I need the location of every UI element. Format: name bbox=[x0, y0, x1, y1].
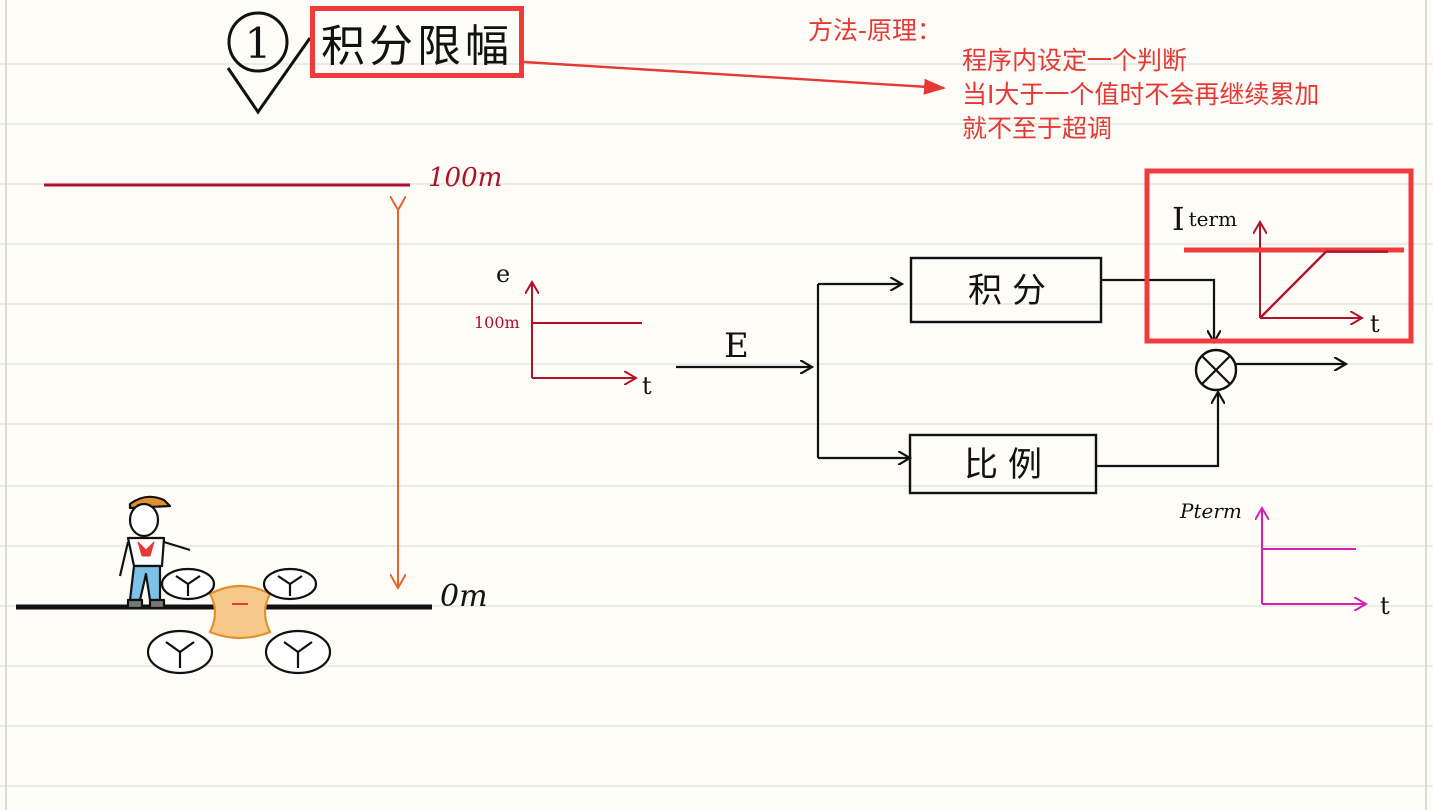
top-height-label: 100m bbox=[428, 163, 502, 193]
proportional-block: 比例 bbox=[908, 433, 1098, 495]
proportional-output-line bbox=[1096, 392, 1218, 468]
i-term-curve bbox=[1259, 250, 1388, 319]
note-pointer-arrow bbox=[523, 60, 946, 95]
i-term-highlight-box bbox=[1144, 168, 1414, 344]
heading-number-circle: 1 bbox=[227, 11, 289, 73]
error-x-label: t bbox=[642, 372, 652, 400]
integral-block: 积分 bbox=[909, 256, 1103, 324]
heading-title-box: 积分限幅 bbox=[310, 6, 524, 78]
heading-number: 1 bbox=[245, 19, 272, 68]
note-title: 方法-原理： bbox=[808, 16, 943, 45]
summing-junction bbox=[1194, 348, 1238, 392]
input-signal-label: E bbox=[724, 326, 749, 366]
note-lines: 程序内设定一个判断 当I大于一个值时不会再继续累加 就不至于超调 bbox=[962, 44, 1319, 146]
page-borders bbox=[5, 0, 1427, 810]
i-term-y-label-main: I bbox=[1172, 200, 1185, 238]
error-y-label: e bbox=[496, 260, 510, 288]
error-level-label: 100m bbox=[474, 313, 520, 332]
note-line: 程序内设定一个判断 bbox=[962, 46, 1188, 75]
proportional-block-label: 比例 bbox=[964, 445, 1052, 485]
error-plot: e t 100m bbox=[474, 260, 652, 400]
p-term-y-label: Pterm bbox=[1179, 499, 1242, 523]
ground-height-label: 0m bbox=[440, 579, 488, 614]
note-line: 就不至于超调 bbox=[962, 114, 1113, 143]
integral-block-label: 积分 bbox=[968, 271, 1056, 311]
drone-icon bbox=[146, 567, 332, 675]
block-diagram: E 积分 比例 bbox=[676, 256, 1346, 495]
integral-output-line bbox=[1101, 278, 1214, 342]
p-term-x-label: t bbox=[1380, 592, 1390, 620]
i-term-x-label: t bbox=[1370, 310, 1380, 338]
person-figure bbox=[118, 495, 191, 610]
i-term-y-label-sub: term bbox=[1189, 207, 1237, 231]
check-mark bbox=[226, 37, 312, 115]
note-line: 当I大于一个值时不会再继续累加 bbox=[962, 80, 1320, 109]
heading-title: 积分限幅 bbox=[321, 21, 513, 72]
p-term-plot: Pterm t bbox=[1179, 499, 1390, 620]
